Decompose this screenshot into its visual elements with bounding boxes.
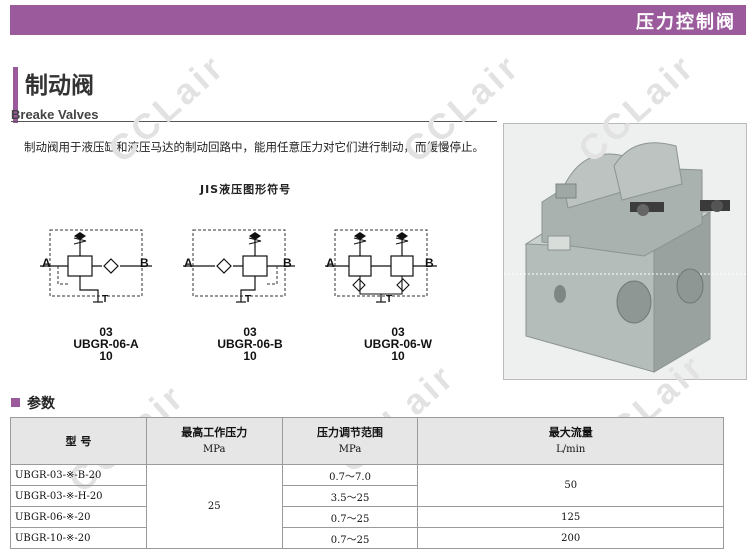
- symbol-w-port-a: A: [326, 256, 335, 270]
- jis-symbols-title: JIS液压图形符号: [200, 183, 292, 196]
- cell-range: 0.7～7.0: [281, 464, 419, 486]
- page-subtitle: Breake Valves: [11, 107, 99, 122]
- table-row: UBGR-06-※-20 0.7～25 125: [10, 506, 724, 528]
- symbol-a-label: 03 UBGR-06-A 10: [73, 325, 139, 363]
- hydraulic-symbol-w: [325, 229, 437, 303]
- table-row: UBGR-10-※-20 0.7～25 200: [10, 527, 724, 549]
- hydraulic-symbol-a: [40, 229, 152, 303]
- params-title: 参数: [27, 396, 55, 412]
- top-banner: 压力控制阀: [10, 5, 746, 35]
- cell-flow: 50: [417, 464, 724, 507]
- symbol-w-port-t: T: [386, 294, 393, 305]
- banner-title: 压力控制阀: [636, 12, 736, 33]
- params-accent: [11, 398, 20, 407]
- symbol-b-port-b: B: [283, 256, 292, 270]
- symbol-b-port-a: A: [184, 256, 193, 270]
- heading-divider: [11, 121, 497, 122]
- cell-model: UBGR-03-※-H-20: [10, 485, 147, 507]
- cell-model: UBGR-10-※-20: [10, 527, 147, 549]
- hydraulic-symbol-b: [183, 229, 295, 303]
- cell-model: UBGR-03-※-B-20: [10, 464, 147, 486]
- cell-model: UBGR-06-※-20: [10, 506, 147, 528]
- header-model: 型 号: [10, 417, 147, 465]
- product-photo: [503, 123, 747, 380]
- cell-range: 0.7～25: [281, 506, 419, 528]
- symbol-w-label: 03 UBGR-06-W 10: [364, 325, 432, 363]
- cell-max-pressure: 25: [145, 464, 283, 549]
- symbol-a-port-a: A: [42, 256, 51, 270]
- cell-range: 0.7～25: [281, 527, 419, 549]
- intro-text: 制动阀用于液压缸和液压马达的制动回路中，能用任意压力对它们进行制动，而缓慢停止。: [24, 140, 484, 154]
- cell-flow: 200: [417, 527, 724, 549]
- symbol-w-port-b: B: [425, 256, 434, 270]
- brake-valve-image: [504, 142, 746, 373]
- table-row: UBGR-03-※-B-20 25 0.7～7.0 50: [10, 464, 724, 549]
- table-row: UBGR-03-※-H-20 3.5～25: [10, 485, 724, 507]
- symbol-b-label: 03 UBGR-06-B 10: [217, 325, 283, 363]
- page-title: 制动阀: [25, 73, 94, 99]
- cell-range: 3.5～25: [281, 485, 419, 507]
- symbol-a-port-b: B: [140, 256, 149, 270]
- cell-flow: 125: [417, 506, 724, 528]
- heading-accent-bar: [13, 67, 18, 123]
- symbol-b-port-t: T: [245, 294, 252, 305]
- symbol-a-port-t: T: [102, 294, 109, 305]
